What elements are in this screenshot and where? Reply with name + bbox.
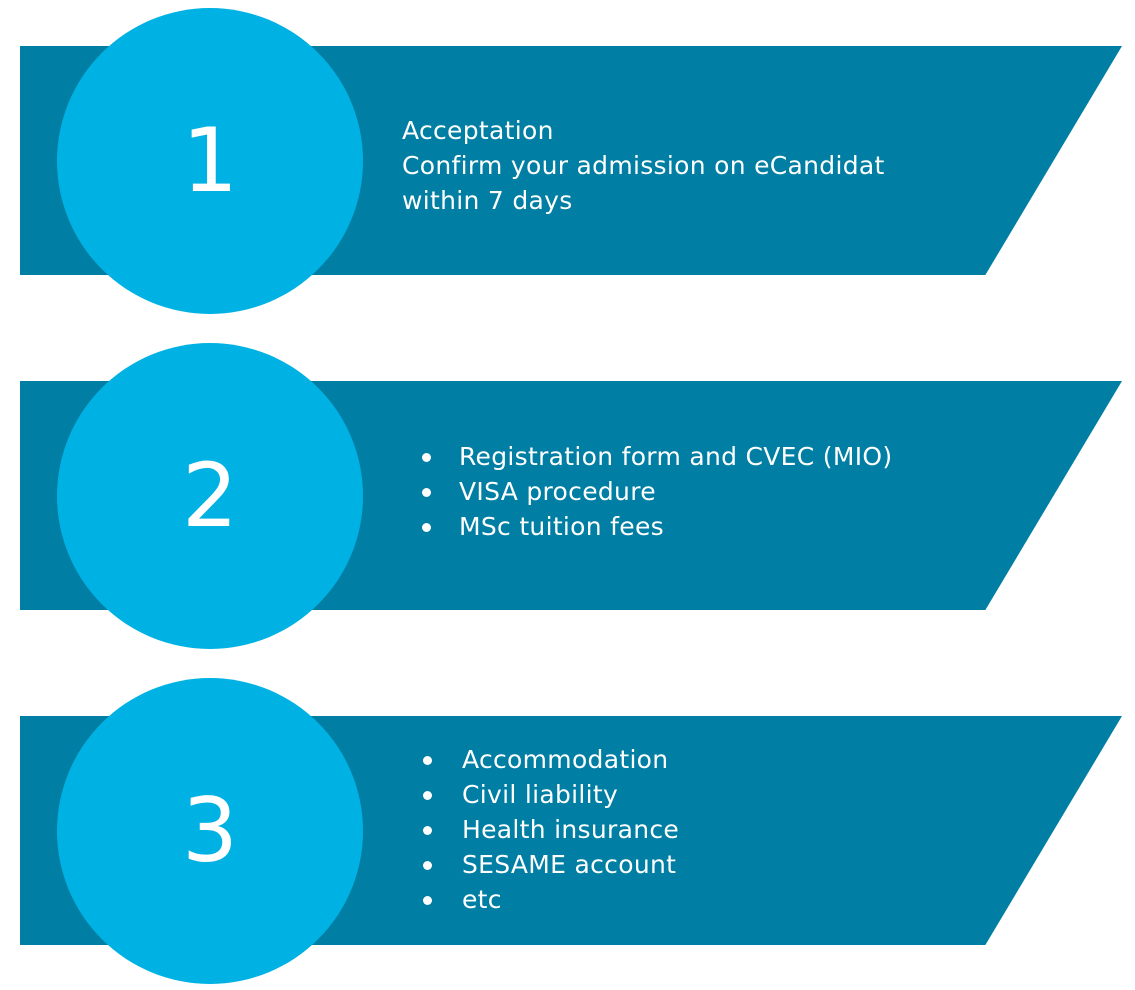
- list-item: Registration form and CVEC (MIO): [402, 439, 892, 474]
- step-2-number: 2: [182, 444, 238, 547]
- step-2-content: Registration form and CVEC (MIO) VISA pr…: [402, 439, 892, 544]
- step-2: 2 Registration form and CVEC (MIO) VISA …: [0, 335, 1135, 649]
- list-item: MSc tuition fees: [402, 509, 892, 544]
- step-1-line: Confirm your admission on eCandidat: [402, 151, 885, 180]
- step-1-circle: 1: [57, 8, 363, 314]
- step-1-content: Acceptation Confirm your admission on eC…: [402, 113, 885, 218]
- list-item: VISA procedure: [402, 474, 892, 509]
- step-1-title: Acceptation: [402, 116, 554, 145]
- list-item: Health insurance: [402, 812, 679, 847]
- list-item: etc: [402, 882, 679, 917]
- list-item: Civil liability: [402, 777, 679, 812]
- list-item: Accommodation: [402, 742, 679, 777]
- step-3-circle: 3: [57, 678, 363, 984]
- step-3-number: 3: [182, 779, 238, 882]
- step-3-list: Accommodation Civil liability Health ins…: [402, 742, 679, 917]
- step-3-content: Accommodation Civil liability Health ins…: [402, 742, 679, 917]
- step-1-line: within 7 days: [402, 186, 573, 215]
- step-2-list: Registration form and CVEC (MIO) VISA pr…: [402, 439, 892, 544]
- list-item: SESAME account: [402, 847, 679, 882]
- step-2-circle: 2: [57, 343, 363, 649]
- step-1: 1 Acceptation Confirm your admission on …: [0, 0, 1135, 314]
- step-3: 3 Accommodation Civil liability Health i…: [0, 670, 1135, 984]
- step-1-number: 1: [182, 109, 238, 212]
